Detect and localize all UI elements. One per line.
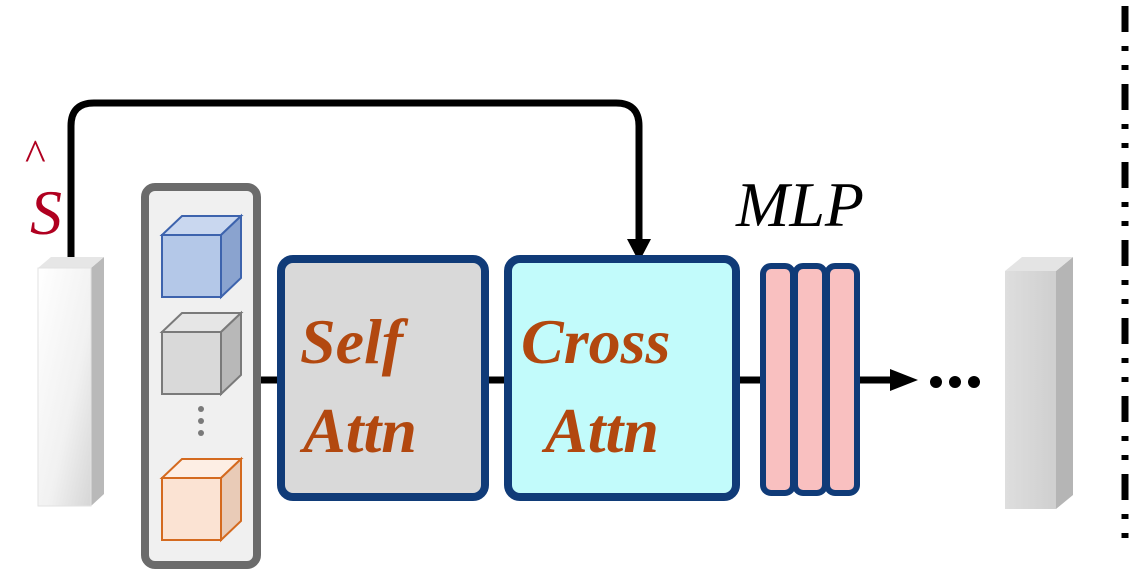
s-hat-label: S — [30, 177, 62, 248]
flow-arrowhead — [890, 369, 918, 391]
self-attn-label-line2: Attn — [299, 395, 417, 466]
continuation-ellipsis — [930, 376, 980, 388]
skip-connection-line — [67, 99, 643, 262]
mlp-label: MLP — [735, 169, 864, 240]
cross-attn-label-line1: Cross — [521, 306, 670, 377]
cube-blue — [159, 213, 244, 300]
hat-symbol: ^ — [25, 131, 46, 180]
self-attn-label-line1: Self — [300, 306, 409, 377]
self-attention-block: Self Attn — [277, 255, 489, 501]
mlp-layer-3 — [824, 263, 860, 496]
mlp-layer-1 — [760, 263, 796, 496]
cube-orange — [159, 456, 244, 543]
input-token-bar — [37, 257, 104, 507]
token-stack — [141, 183, 261, 569]
vertical-ellipsis-icon — [198, 406, 204, 436]
output-token-bar — [1005, 257, 1073, 509]
cross-attention-block: Cross Attn — [504, 255, 740, 501]
mlp-layer-2 — [792, 263, 828, 496]
cross-attn-label-line2: Attn — [541, 395, 659, 466]
mlp-layers — [760, 263, 860, 496]
cube-gray — [159, 310, 244, 397]
skip-arrowhead — [627, 239, 651, 262]
